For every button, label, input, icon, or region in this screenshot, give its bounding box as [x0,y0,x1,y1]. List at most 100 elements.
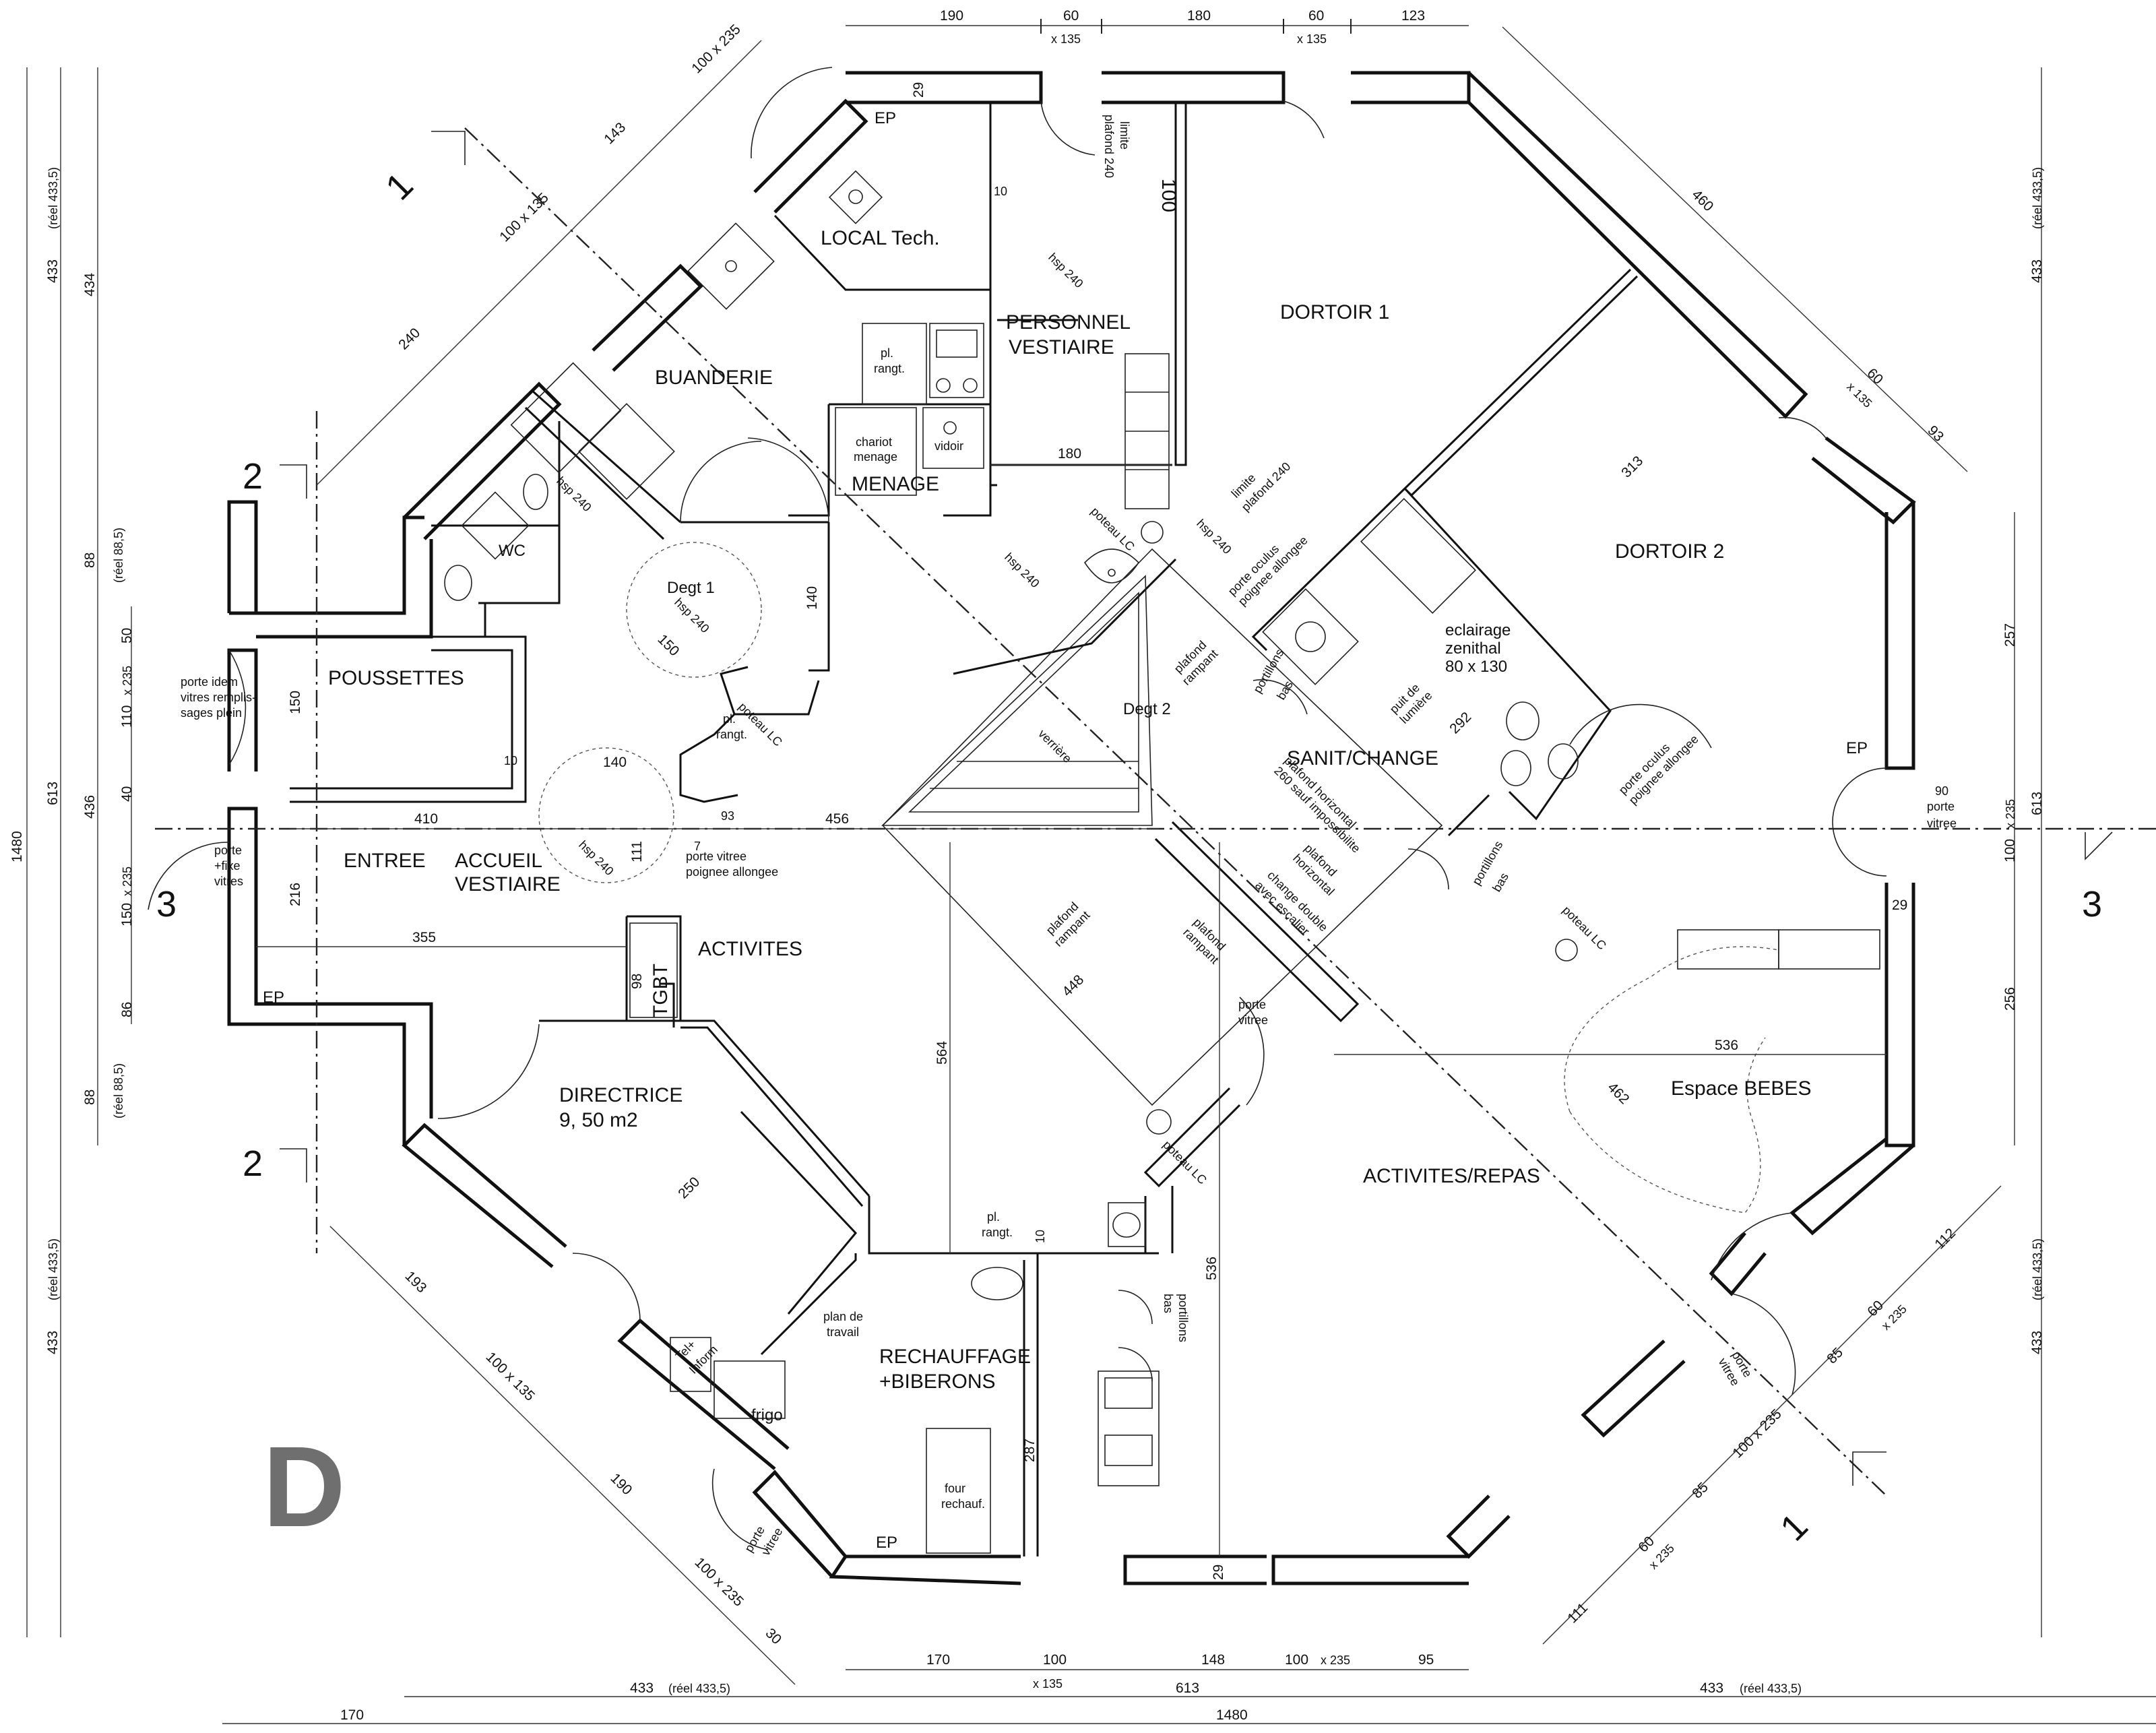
room-espace-bebes: Espace BEBES [1671,1077,1811,1100]
note-ep-bottom: EP [876,1534,897,1552]
note-bas-2: bas [1490,871,1511,894]
room-vestiaire: VESTIAIRE [1009,336,1114,358]
dim-diag-lr-5: 100 x 235 [1730,1406,1784,1461]
room-menage: MENAGE [852,473,939,495]
dim-left-col3-1: 434 [82,273,98,296]
note-rangt-2: rangt. [716,728,747,741]
dim-int-355: 355 [412,930,436,945]
room-dortoir-1: DORTOIR 1 [1280,301,1389,323]
room-entree: ENTREE [344,850,426,872]
note-pl-rangt-3: pl. [987,1210,1000,1224]
dim-bottom-4: 100 [1285,1652,1308,1668]
room-buanderie: BUANDERIE [655,367,773,389]
note-plafond-horiz-2: 260 sauf impossibilite [1271,764,1363,856]
note-eclairage-size: 80 x 130 [1445,658,1507,676]
dim-int-111: 111 [629,841,645,862]
note-vitree-mid: vitree [1238,1013,1268,1027]
dim-top-2: 60 [1063,8,1079,24]
dim-diag-lr-9: 111 [1564,1600,1591,1627]
dim-int-250: 250 [675,1174,703,1201]
dim-int-150b: 150 [654,631,682,659]
room-directrice: DIRECTRICE [559,1084,683,1106]
note-hsp240-3: hsp 240 [672,596,711,635]
dim-int-313: 313 [1618,453,1646,480]
dim-right-5: 256 [2002,987,2018,1011]
dim-diag-ur-3: x 135 [1844,380,1874,410]
note-menage-small: menage [854,450,897,464]
dim-int-536b: 536 [1204,1257,1219,1280]
note-plan-travail-1: plan de [823,1310,863,1323]
note-rangt-1: rangt. [874,362,905,375]
dim-bottom-r2-3: 613 [1176,1680,1199,1696]
note-porte-fixe-2: +fixe [214,859,241,873]
dim-right-4: 613 [2029,792,2045,815]
dim-left-col4-4: 40 [119,786,135,802]
dim-diag-ll-5: 30 [762,1625,784,1647]
note-poteau-lc-4: poteau LC [1160,1138,1209,1187]
dim-int-140a: 140 [603,755,627,770]
section-3-right: 3 [2082,884,2102,924]
dim-int-7: 7 [694,840,701,853]
room-accueil-vestiaire: VESTIAIRE [455,873,561,895]
dim-bottom-3: 148 [1201,1652,1225,1668]
dim-top-4: 60 [1308,8,1324,24]
dim-left-col3-6: (réel 88,5) [112,1063,125,1118]
dim-diag-ll-4: 100 x 235 [691,1554,746,1609]
dim-int-180: 180 [1058,446,1081,462]
dim-left-col4-3: x 235 [121,666,134,695]
dim-int-564: 564 [934,1041,950,1065]
dim-int-29-right: 29 [1892,897,1907,913]
dim-bottom-1: 170 [926,1652,950,1668]
dim-left-col3-2: 88 [82,553,98,568]
dim-top-sub-1: x 135 [1051,32,1081,46]
note-poteau-lc-1: poteau LC [1088,505,1137,554]
room-poussettes: POUSSETTES [328,667,464,689]
dim-int-10-a: 10 [994,185,1007,198]
dim-left-col3-5: 88 [82,1090,98,1105]
note-porte-fixe-1: porte [214,844,242,857]
room-dortoir-2: DORTOIR 2 [1615,540,1724,563]
room-rechauffage: RECHAUFFAGE [879,1346,1031,1368]
note-porte-idem: porte idem [181,675,238,689]
note-limite-1: limite [1118,121,1131,150]
dim-left-col3-3: (réel 88,5) [112,528,125,583]
note-four-1: four [945,1482,965,1495]
dim-left-col4-2: 110 [119,705,135,728]
room-labels: LOCAL Tech. PERSONNEL VESTIAIRE DORTOIR … [328,227,1811,1393]
dim-diag-ur-1: 460 [1688,187,1716,214]
dim-top-sub-2: x 135 [1297,32,1327,46]
dim-left-col4-1: 50 [119,628,135,643]
dim-top-1: 190 [940,8,963,24]
dim-bottom-sub-1: x 135 [1033,1677,1063,1691]
dim-diag-lr-7: 60 [1635,1534,1657,1556]
section-3-left: 3 [156,884,177,924]
note-plan-travail-2: travail [827,1325,859,1339]
note-vidoir: vidoir [934,439,963,453]
section-2-bottom: 2 [243,1143,263,1184]
note-rangt-3: rangt. [982,1226,1013,1239]
door-swings [148,67,1887,1550]
room-directrice-area: 9, 50 m2 [559,1109,638,1131]
note-frigo: frigo [751,1406,783,1424]
dim-diag-ll-1: 193 [402,1268,429,1296]
room-personnel: PERSONNEL [1006,311,1131,334]
dim-left-col2-3: 613 [45,782,61,805]
dim-int-140b: 140 [804,586,820,610]
note-plafond240-1: plafond 240 [1102,115,1116,178]
section-2-top: 2 [243,456,263,497]
dim-bottom-r2-5: (réel 433,5) [1740,1682,1802,1695]
dim-bottom-sub-2: x 235 [1321,1653,1350,1667]
dim-diag-ul-3: 143 [601,119,629,147]
note-zenithal: zenithal [1445,639,1501,658]
note-vitres-rempl: vitres remplis- [181,691,256,704]
dim-diag-ll-2: 100 x 135 [482,1349,537,1404]
room-sanit-change: SANIT/CHANGE [1287,747,1438,769]
sheet-letter: D [263,1423,346,1551]
note-pl-rangt-2: pl. [723,712,736,726]
dim-diag-lr-2: 60 [1864,1298,1886,1320]
section-1-top: 1 [378,165,421,208]
note-ep-left: EP [263,988,284,1007]
dim-int-90: 90 [1935,784,1948,798]
dim-int-150: 150 [288,691,303,714]
section-markers: 1 1 2 2 3 3 [156,165,2102,1549]
